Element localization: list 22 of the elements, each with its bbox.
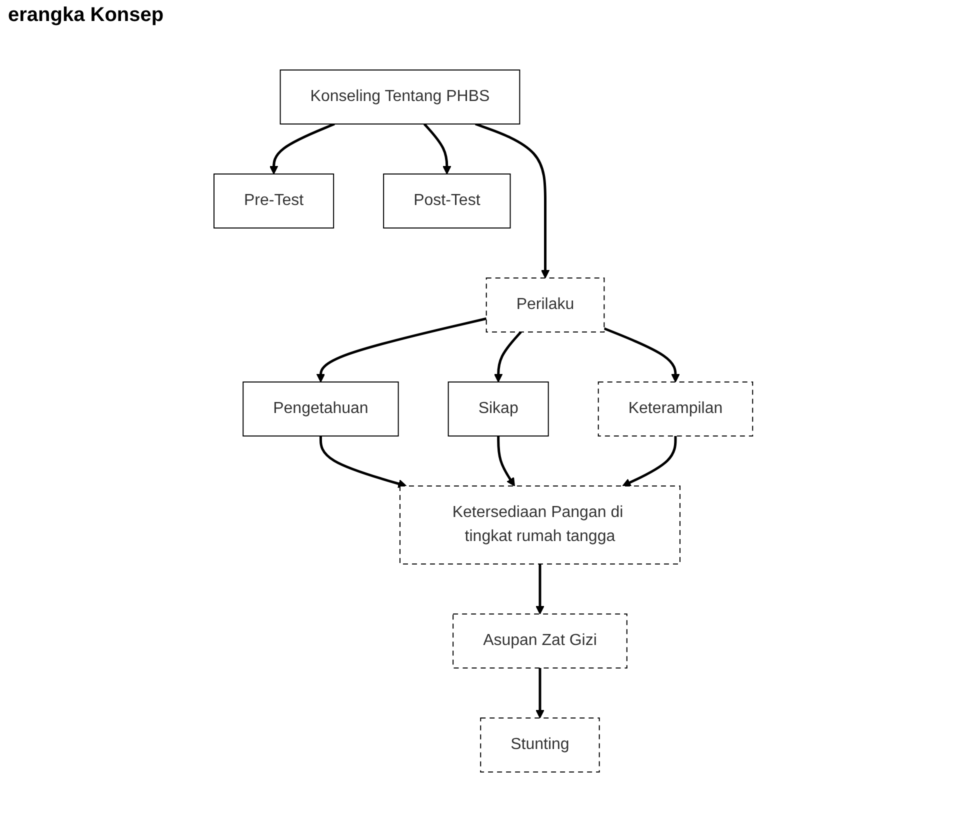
arrow [535, 668, 544, 718]
node-box: Pengetahuan [242, 382, 398, 436]
node-box: Konseling Tentang PHBS [279, 70, 520, 124]
arrow [423, 123, 451, 174]
arrow [316, 317, 486, 382]
diagram-title: erangka Konsep [8, 4, 165, 27]
node-box: Asupan Zat Gizi [452, 614, 628, 668]
arrow [622, 436, 676, 487]
arrow [269, 122, 335, 174]
node-box: Pre-Test [213, 174, 334, 228]
node-box: Sikap [448, 382, 549, 436]
node-box: Stunting [480, 718, 600, 772]
arrow [535, 564, 544, 614]
arrow [496, 436, 515, 486]
node-box: Perilaku [486, 278, 604, 332]
node-box: Post-Test [382, 174, 510, 228]
node-box: Keterampilan [598, 382, 753, 436]
arrow [494, 331, 522, 382]
arrow [319, 436, 406, 488]
arrow [474, 122, 550, 278]
arrow [603, 327, 680, 382]
node-box: Ketersediaan Pangan di tingkat rumah tangga [399, 486, 680, 564]
